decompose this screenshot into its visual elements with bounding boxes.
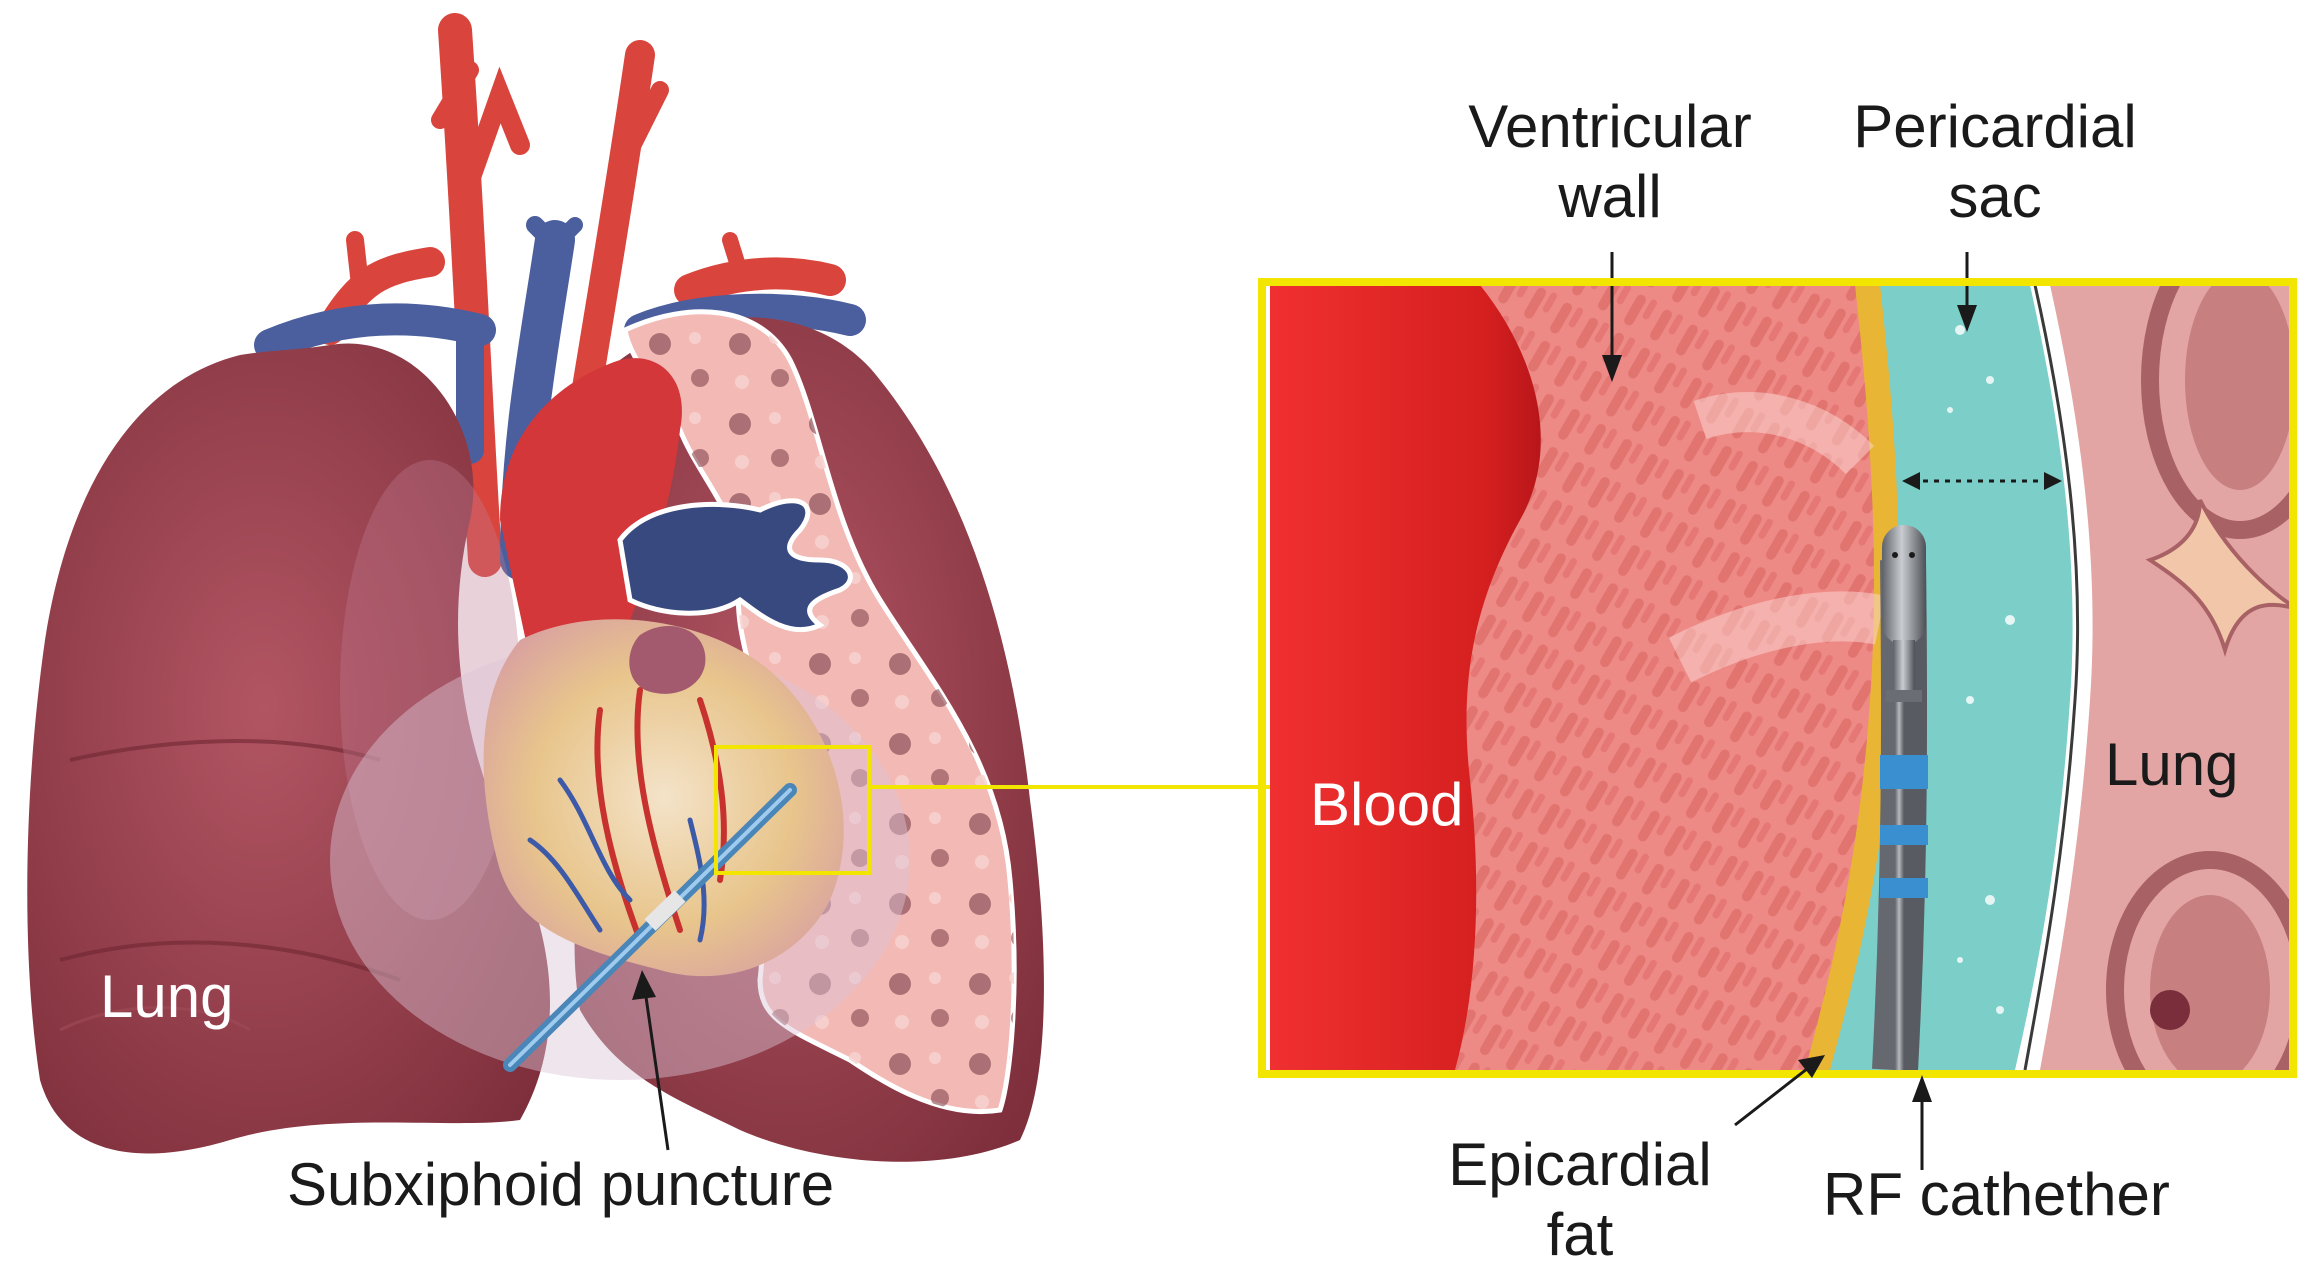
sac-width-arrow: [1902, 472, 2062, 490]
epicardial-fat: [1800, 285, 1900, 1070]
blood-pool: [1270, 285, 1541, 1070]
label-epicardial-fat: Epicardial fat: [1448, 1131, 1712, 1268]
rf-catheter-arrow: [1912, 1075, 1932, 1170]
heart: [483, 619, 844, 977]
label-inset-lung: Lung: [2105, 731, 2239, 798]
inset-magnified: [1270, 285, 2290, 1070]
label-subxiphoid-puncture: Subxiphoid puncture: [287, 1151, 835, 1218]
pulmonary-trunk: [617, 498, 853, 633]
pericardial-sac-arrow: [1957, 285, 1977, 332]
label-left-lung: Lung: [100, 963, 234, 1030]
right-lung: [27, 343, 551, 1154]
puncture-arrow: [632, 970, 670, 1151]
ventricular-wall-arrow: [1602, 285, 1622, 382]
label-ventricular-wall: Ventricular wall: [1468, 93, 1752, 230]
zoom-region: [714, 745, 871, 875]
label-rf-catheter: RF cathether: [1823, 1161, 2170, 1228]
label-blood: Blood: [1310, 771, 1464, 838]
thorax-illustration: [27, 13, 1270, 1162]
inset-frame: [1258, 278, 2297, 1078]
thorax-catheter: [503, 783, 797, 1072]
epicardial-fat-arrow: [1734, 1055, 1825, 1127]
label-pericardial-sac: Pericardial sac: [1853, 93, 2137, 230]
rf-catheter: [1872, 525, 1928, 1070]
